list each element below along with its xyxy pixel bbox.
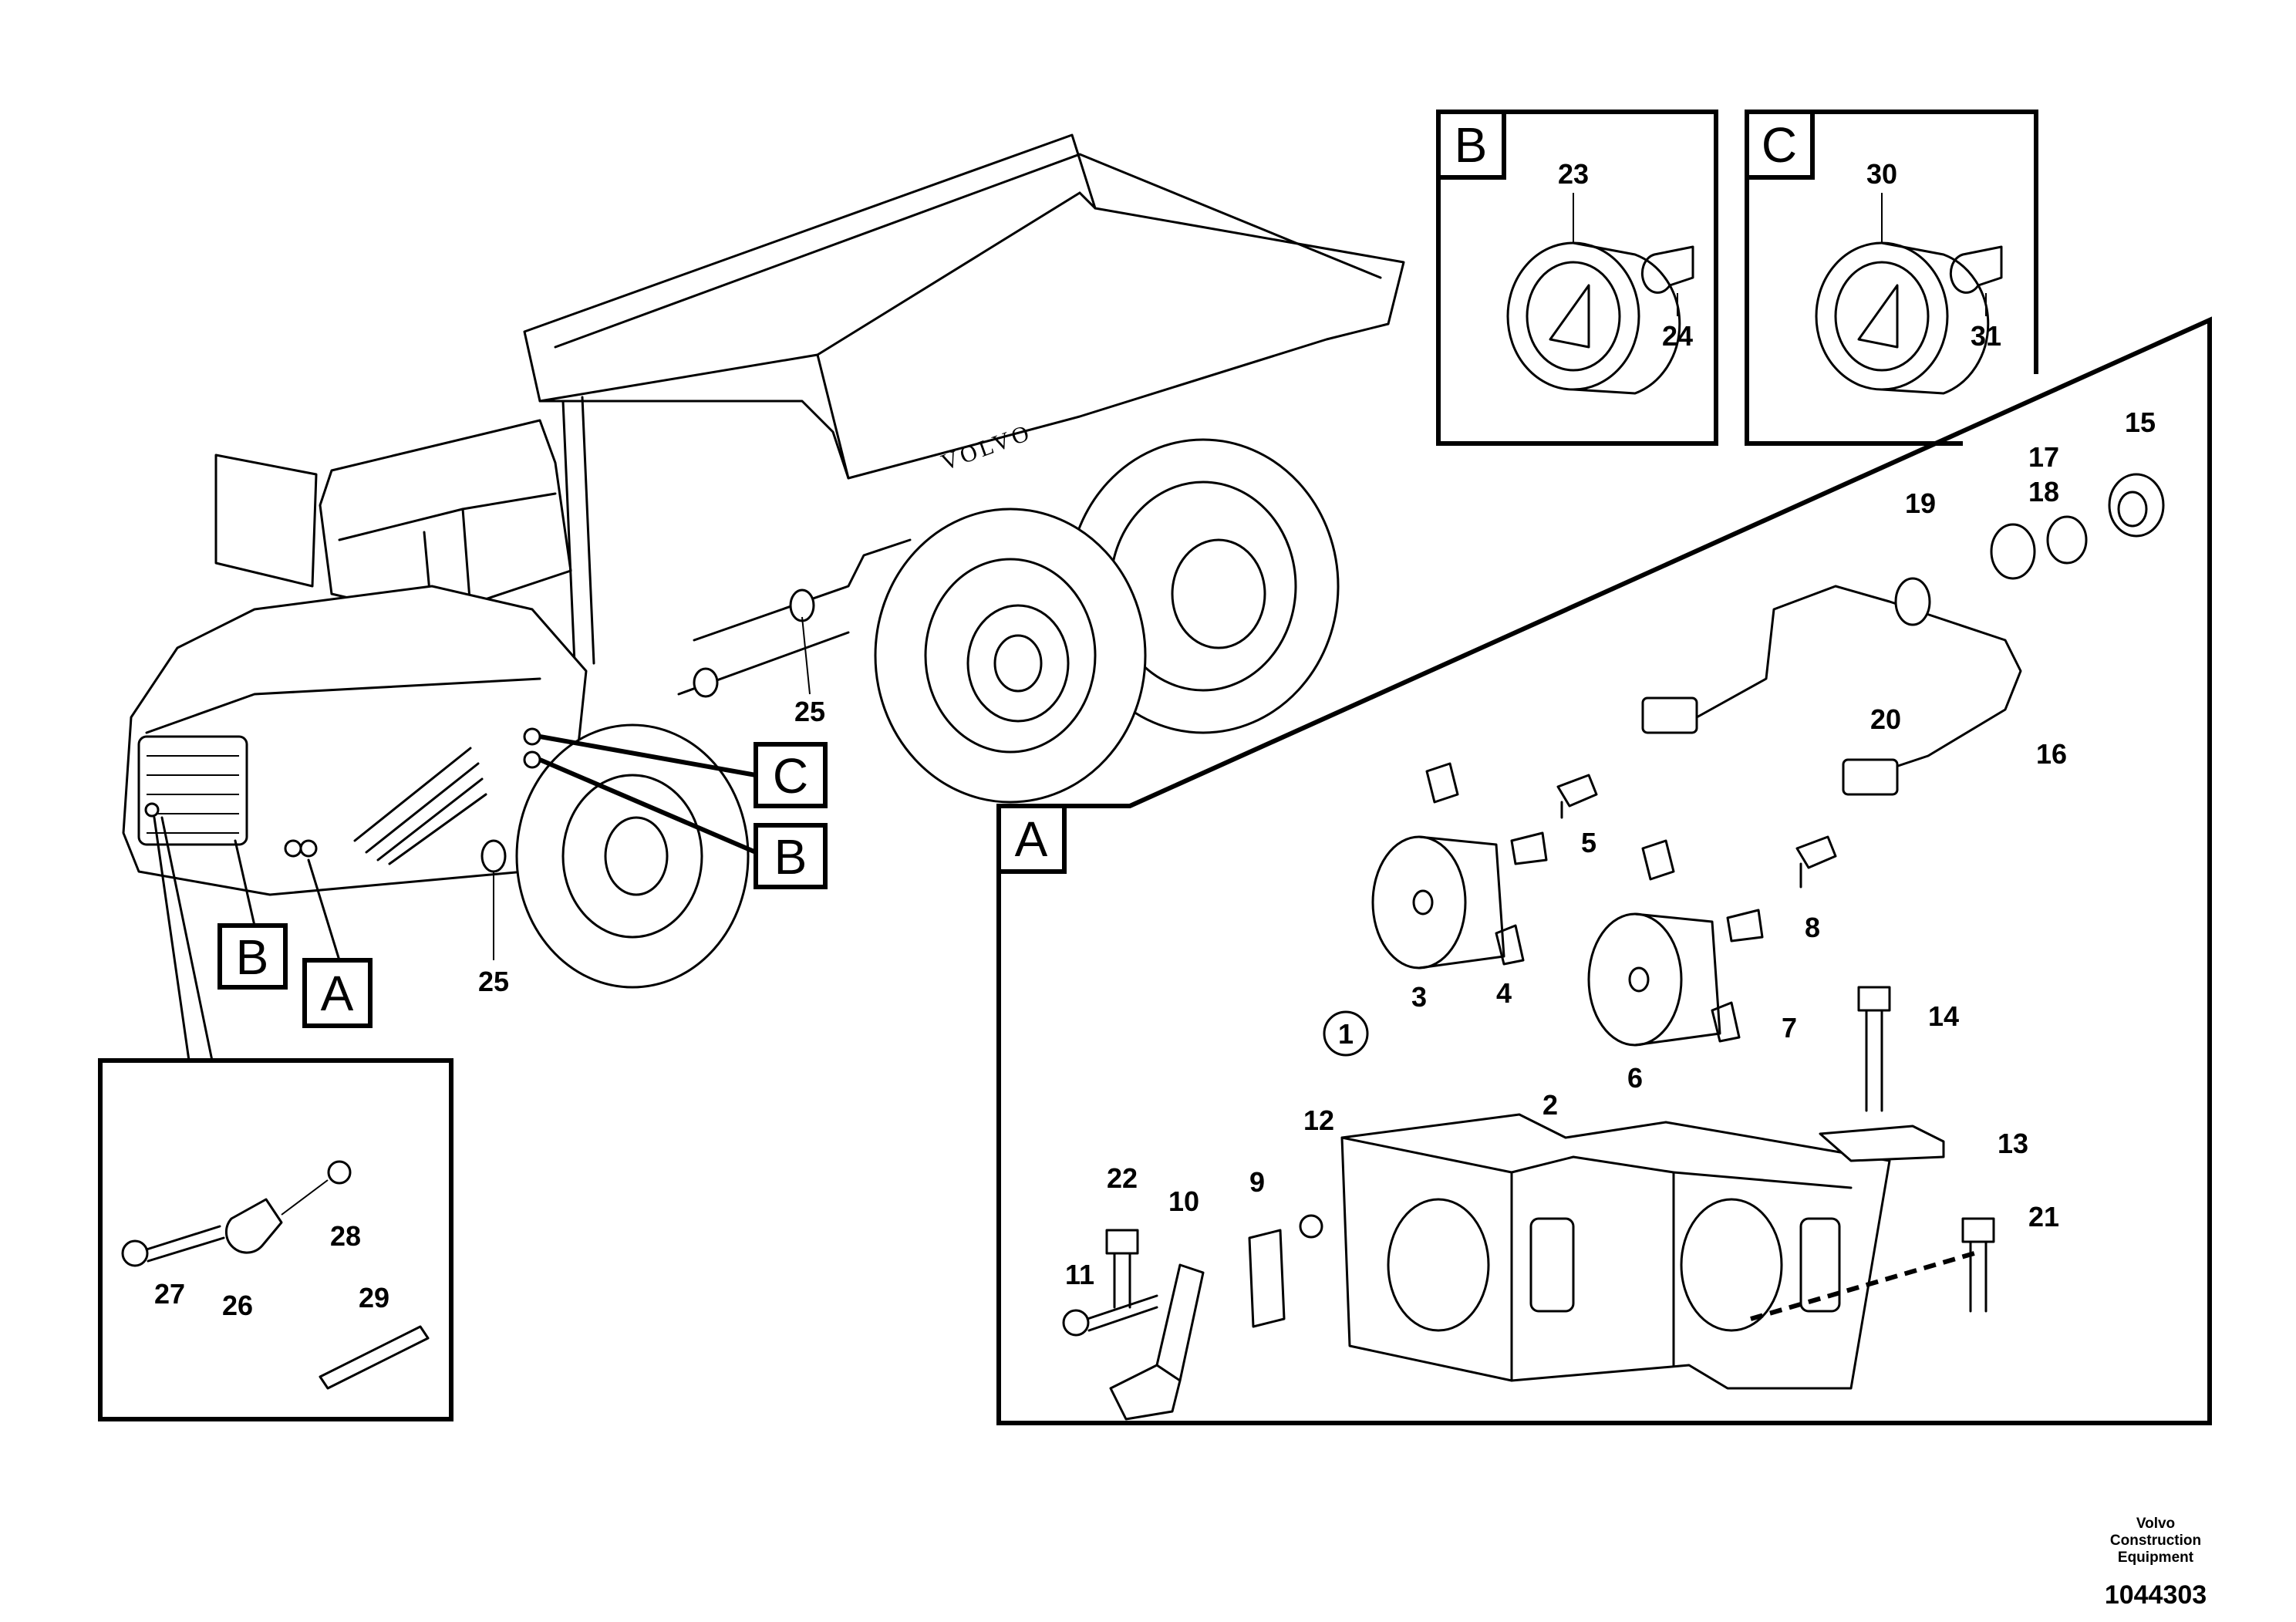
svg-text:C: C: [773, 748, 808, 804]
callout-30: 30: [1866, 158, 1897, 190]
callout-19: 19: [1905, 487, 1936, 519]
detail-tag-b-truck: B: [754, 823, 828, 889]
callout-6: 6: [1627, 1062, 1643, 1094]
svg-text:A: A: [321, 966, 354, 1021]
callout-23: 23: [1558, 158, 1589, 190]
detail-b-panel: B 23 24: [1436, 110, 1718, 446]
detail-clamp-panel: 26 27 28 29: [98, 1058, 453, 1421]
callout-4: 4: [1496, 977, 1512, 1009]
callout-21: 21: [2028, 1201, 2059, 1233]
callout-28: 28: [330, 1220, 361, 1252]
callout-29: 29: [359, 1282, 389, 1313]
footer-document-number: 1044303: [2104, 1580, 2207, 1610]
callout-5: 5: [1581, 827, 1596, 858]
callout-31: 31: [1971, 320, 2001, 352]
callout-9: 9: [1249, 1166, 1265, 1198]
footer-company: Volvo Construction Equipment: [2109, 1516, 2202, 1566]
leader-lines: [153, 616, 811, 1062]
callout-11: 11: [1065, 1259, 1094, 1290]
detail-c-panel: C 30 31: [1745, 110, 2038, 446]
callout-25-lower: 25: [478, 966, 509, 997]
callout-2: 2: [1542, 1089, 1558, 1121]
detail-tag-a-front: A: [302, 958, 373, 1028]
svg-text:B: B: [1455, 117, 1488, 173]
detail-tag-c-truck: C: [754, 742, 828, 808]
callout-24: 24: [1662, 320, 1693, 352]
detail-a-panel: A: [996, 316, 2212, 1425]
callout-12: 12: [1303, 1104, 1334, 1136]
svg-text:B: B: [774, 829, 807, 885]
callout-17: 17: [2028, 441, 2059, 473]
callout-22: 22: [1107, 1162, 1138, 1194]
detail-tag-b-front: B: [217, 923, 288, 990]
callout-15: 15: [2125, 406, 2156, 438]
svg-text:A: A: [1015, 811, 1048, 867]
callout-10: 10: [1168, 1185, 1199, 1217]
svg-text:B: B: [236, 929, 269, 985]
callout-14: 14: [1928, 1000, 1959, 1032]
callout-20: 20: [1870, 703, 1901, 735]
callout-25-upper: 25: [794, 696, 825, 727]
callout-3: 3: [1411, 981, 1427, 1013]
callout-7: 7: [1782, 1012, 1797, 1044]
callout-16: 16: [2036, 738, 2067, 770]
callout-26: 26: [222, 1290, 253, 1321]
svg-text:C: C: [1762, 117, 1797, 173]
callout-27: 27: [154, 1278, 185, 1310]
articulated-hauler-illustration: VOLVO: [122, 133, 1405, 989]
callout-8: 8: [1805, 912, 1820, 943]
footer-block: Volvo Construction Equipment 1044303: [2063, 1516, 2248, 1610]
callout-1: 1: [1338, 1018, 1354, 1050]
callout-18: 18: [2028, 476, 2059, 508]
callout-13: 13: [1998, 1128, 2028, 1159]
